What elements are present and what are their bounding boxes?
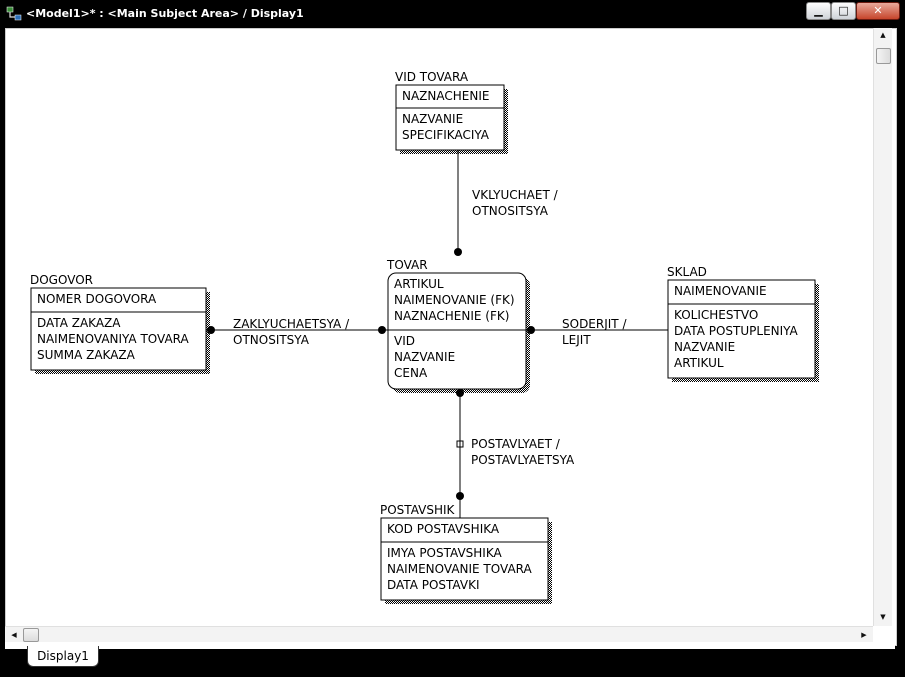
entity-tovar[interactable]: TOVAR ARTIKUL NAIMENOVANIE (FK) NAZNACHENIE…: [386, 258, 530, 393]
relationship-tovar-postavshik[interactable]: POSTAVLYAET / POSTAVLYAETSYA: [456, 389, 575, 518]
horizontal-scroll-thumb[interactable]: [23, 628, 39, 642]
diagram-canvas[interactable]: VKLYUCHAET / OTNOSITSYA ZAKLYUCHAETSYA / OT…: [5, 28, 897, 646]
relationship-label[interactable]: OTNOSITSYA: [472, 204, 549, 218]
window-title: <Model1>* : <Main Subject Area> / Displa…: [26, 7, 304, 20]
relationship-label[interactable]: ZAKLYUCHAETSYA /: [233, 317, 350, 331]
entity-attribute[interactable]: DATA POSTAVKI: [387, 578, 479, 592]
entity-name: SKLAD: [667, 265, 707, 279]
entity-key-attribute[interactable]: NAZNACHENIE: [402, 89, 489, 103]
cardinality-dot: [454, 248, 462, 256]
relationship-label[interactable]: OTNOSITSYA: [233, 333, 310, 347]
cardinality-dot: [456, 492, 464, 500]
entity-attribute[interactable]: NAZVANIE: [402, 112, 463, 126]
entity-box: [380, 517, 549, 601]
relationship-label[interactable]: VKLYUCHAET /: [472, 188, 559, 202]
entity-attribute[interactable]: IMYA POSTAVSHIKA: [387, 546, 503, 560]
tab-bar: Display1: [5, 642, 895, 670]
cardinality-dot: [378, 326, 386, 334]
minimize-icon: ▁: [814, 4, 823, 17]
entity-key-attribute[interactable]: NAZNACHENIE (FK): [394, 309, 509, 323]
relationship-label[interactable]: LEJIT: [562, 333, 591, 347]
entity-box: [395, 84, 505, 151]
scroll-left-arrow-icon[interactable]: ◀: [11, 631, 17, 639]
entity-attribute[interactable]: CENA: [394, 366, 428, 380]
entity-key-attribute[interactable]: KOD POSTAVSHIKA: [387, 522, 500, 536]
relationship-dogovor-tovar[interactable]: ZAKLYUCHAETSYA / OTNOSITSYA: [206, 317, 388, 347]
vertical-scrollbar[interactable]: ▲ ▼: [873, 28, 892, 626]
entity-attribute[interactable]: SUMMA ZAKAZA: [37, 348, 136, 362]
entity-attribute[interactable]: NAZVANIE: [674, 340, 735, 354]
scroll-right-arrow-icon[interactable]: ▶: [861, 631, 867, 639]
vertical-scroll-thumb[interactable]: [876, 48, 891, 64]
entity-vid-tovara[interactable]: VID TOVARA NAZNACHENIE NAZVANIE SPECIFIKACI…: [395, 70, 508, 154]
scroll-down-arrow-icon[interactable]: ▼: [880, 613, 886, 621]
entity-attribute[interactable]: ARTIKUL: [674, 356, 724, 370]
entity-attribute[interactable]: DATA ZAKAZA: [37, 316, 121, 330]
entity-key-attribute[interactable]: NOMER DOGOVORA: [37, 292, 157, 306]
entity-dogovor[interactable]: DOGOVOR NOMER DOGOVORA DATA ZAKAZA NAIMENOV…: [30, 273, 210, 374]
entity-box: [387, 272, 527, 390]
close-icon: ✕: [873, 4, 883, 17]
relationship-vid-tovar[interactable]: VKLYUCHAET / OTNOSITSYA: [454, 150, 559, 256]
entity-name: DOGOVOR: [30, 273, 93, 287]
maximize-button[interactable]: □: [831, 2, 856, 20]
relationship-label[interactable]: SODERJIT /: [562, 317, 627, 331]
entity-box: [667, 279, 816, 379]
close-button[interactable]: ✕: [856, 2, 900, 20]
er-diagram: VKLYUCHAET / OTNOSITSYA ZAKLYUCHAETSYA / OT…: [30, 70, 819, 604]
entity-attribute[interactable]: NAIMENOVANIYA TOVARA: [37, 332, 190, 346]
entity-attribute[interactable]: VID: [394, 334, 415, 348]
entity-key-attribute[interactable]: NAIMENOVANIE: [674, 284, 767, 298]
horizontal-scrollbar[interactable]: ◀ ▶: [5, 626, 873, 643]
minimize-button[interactable]: ▁: [806, 2, 831, 20]
entity-sklad[interactable]: SKLAD NAIMENOVANIE KOLICHESTVO DATA POSTUPL…: [667, 265, 819, 382]
entity-attribute[interactable]: KOLICHESTVO: [674, 308, 758, 322]
erwin-app-icon: [6, 6, 22, 21]
entity-name: POSTAVSHIK: [380, 503, 456, 517]
tab-display1[interactable]: Display1: [27, 646, 99, 667]
relationship-tovar-sklad[interactable]: SODERJIT / LEJIT: [526, 317, 668, 347]
scroll-up-arrow-icon[interactable]: ▲: [880, 31, 886, 39]
maximize-icon: □: [838, 4, 849, 17]
relationship-label[interactable]: POSTAVLYAETSYA: [471, 453, 575, 467]
entity-name: VID TOVARA: [395, 70, 469, 84]
entity-name: TOVAR: [386, 258, 428, 272]
entity-box: [30, 287, 207, 371]
entity-attribute[interactable]: SPECIFIKACIYA: [402, 128, 490, 142]
tab-strip: [5, 642, 895, 649]
entity-attribute[interactable]: NAIMENOVANIE TOVARA: [387, 562, 533, 576]
entity-key-attribute[interactable]: NAIMENOVANIE (FK): [394, 293, 515, 307]
entity-attribute[interactable]: DATA POSTUPLENIYA: [674, 324, 799, 338]
entity-key-attribute[interactable]: ARTIKUL: [394, 277, 444, 291]
title-bar[interactable]: <Model1>* : <Main Subject Area> / Displa…: [0, 0, 905, 28]
entity-attribute[interactable]: NAZVANIE: [394, 350, 455, 364]
relationship-label[interactable]: POSTAVLYAET /: [471, 437, 561, 451]
entity-postavshik[interactable]: POSTAVSHIK KOD POSTAVSHIKA IMYA POSTAVSHIK…: [380, 503, 552, 604]
